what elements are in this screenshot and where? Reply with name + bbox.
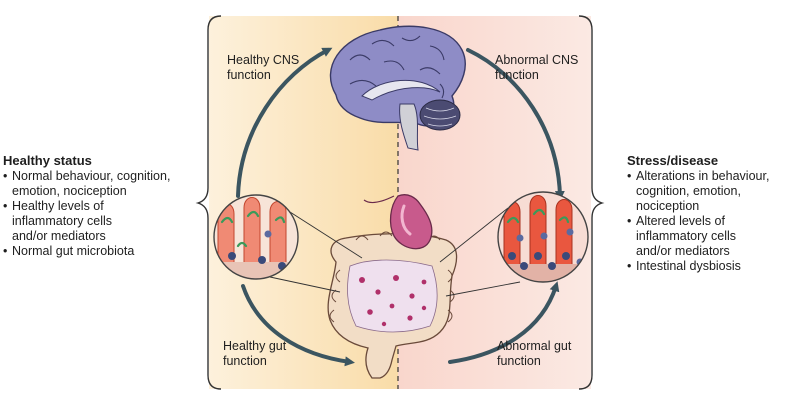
corpus-callosum bbox=[361, 79, 441, 101]
stress-villi-circle bbox=[497, 191, 589, 283]
brain-illustration bbox=[329, 25, 466, 151]
label-healthy-gut: Healthy gut function bbox=[223, 339, 287, 368]
stress-villus-3 bbox=[555, 199, 573, 272]
list-item: Normal behaviour, cognition, emotion, no… bbox=[3, 169, 203, 199]
spot bbox=[381, 321, 387, 327]
spot bbox=[359, 277, 365, 283]
healthy-status-block: Healthy status Normal behaviour, cogniti… bbox=[3, 153, 203, 259]
stress-cell bbox=[534, 252, 542, 260]
healthy-villus-3 bbox=[269, 201, 287, 270]
healthy-cell bbox=[258, 256, 266, 264]
arrow-brain-to-gut-right bbox=[466, 48, 565, 201]
right-brace bbox=[578, 15, 605, 390]
esophagus bbox=[363, 195, 395, 204]
healthy-villus-2 bbox=[243, 197, 261, 270]
spot bbox=[421, 305, 427, 311]
small-intestine bbox=[347, 259, 438, 333]
spot bbox=[393, 275, 399, 281]
arrow-gut-to-center-left bbox=[241, 284, 355, 367]
healthy-villi-circle bbox=[213, 194, 299, 280]
cerebellum bbox=[419, 99, 461, 131]
spot bbox=[407, 315, 413, 321]
list-item: Normal gut microbiota bbox=[3, 244, 203, 259]
stress-cell bbox=[508, 252, 516, 260]
zoom-lines bbox=[269, 207, 521, 297]
stomach-highlight bbox=[400, 204, 412, 236]
stress-cell bbox=[562, 252, 570, 260]
stress-cell bbox=[548, 262, 556, 270]
zoom-line-left-bottom bbox=[269, 276, 341, 293]
zoom-line-right-top bbox=[439, 207, 509, 263]
label-abnormal-cns: Abnormal CNS function bbox=[495, 53, 579, 82]
stress-disease-block: Stress/disease Alterations in behaviour,… bbox=[627, 153, 797, 274]
stomach bbox=[389, 194, 433, 250]
list-item: Healthy levels of inflammatory cells and… bbox=[3, 199, 203, 244]
healthy-cell bbox=[264, 230, 272, 238]
stress-circle-border bbox=[497, 191, 589, 283]
healthy-status-title: Healthy status bbox=[3, 153, 92, 168]
stress-cell bbox=[520, 262, 528, 270]
stress-disease-list: Alterations in behaviour, cognition, emo… bbox=[627, 169, 797, 274]
list-item: Intestinal dysbiosis bbox=[627, 259, 797, 274]
brain-folds bbox=[349, 35, 445, 99]
intestine-spots bbox=[359, 275, 427, 327]
stress-cell bbox=[540, 232, 548, 240]
label-abnormal-gut: Abnormal gut function bbox=[497, 339, 572, 368]
spot bbox=[367, 309, 373, 315]
spot bbox=[389, 303, 395, 309]
healthy-green-bacteria bbox=[220, 210, 286, 248]
list-item: Alterations in behaviour, cognition, emo… bbox=[627, 169, 797, 214]
stress-cell bbox=[516, 234, 524, 242]
cycle-arrows bbox=[236, 47, 565, 367]
brainstem bbox=[399, 103, 419, 151]
healthy-circle-border bbox=[213, 194, 299, 280]
healthy-cell bbox=[228, 252, 236, 260]
stress-green-bacteria bbox=[506, 208, 570, 224]
zoom-line-right-bottom bbox=[445, 281, 521, 297]
spot bbox=[409, 293, 415, 299]
arrow-gut-to-brain-left bbox=[236, 47, 333, 198]
spot bbox=[375, 289, 381, 295]
arrow-center-to-gut-right bbox=[448, 281, 560, 364]
cerebellum-folds bbox=[423, 107, 457, 127]
list-item: Altered levels of inflammatory cells and… bbox=[627, 214, 797, 259]
digestive-tract bbox=[327, 194, 458, 379]
stress-disease-title: Stress/disease bbox=[627, 153, 719, 168]
zoom-line-left-top bbox=[289, 211, 363, 259]
spot bbox=[421, 279, 427, 285]
stress-cell bbox=[566, 228, 574, 236]
healthy-status-list: Normal behaviour, cognition, emotion, no… bbox=[3, 169, 203, 259]
label-healthy-cns: Healthy CNS function bbox=[227, 53, 300, 82]
